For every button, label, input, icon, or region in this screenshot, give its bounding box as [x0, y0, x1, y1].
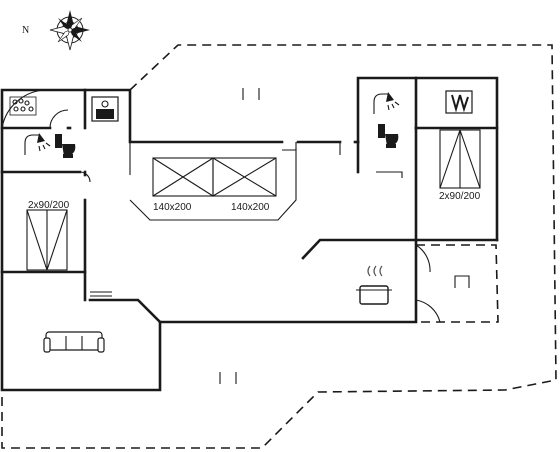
walls — [0, 76, 499, 392]
double-bed — [212, 157, 277, 197]
washing-machine-icon — [91, 96, 119, 122]
stairs — [90, 291, 112, 301]
shower-icon — [373, 92, 400, 114]
bed-size-label: 140x200 — [153, 202, 192, 213]
bed-size-label: 2x90/200 — [439, 191, 481, 202]
washing-machine-icon — [445, 90, 473, 114]
bedroom-center-wall — [129, 148, 297, 221]
toilet-icon — [378, 124, 399, 148]
compass-icon — [49, 10, 90, 51]
window-marks — [219, 88, 260, 384]
north-label: N — [22, 25, 29, 36]
double-bed — [152, 157, 214, 197]
bed-size-label: 2x90/200 — [28, 200, 70, 211]
door-swings — [1, 89, 441, 323]
annex-door-icon — [454, 275, 470, 288]
twin-bed — [26, 209, 68, 271]
bed-size-label: 140x200 — [231, 202, 270, 213]
sofa-icon — [43, 331, 105, 353]
twin-bed — [439, 129, 481, 189]
cooking-pot-icon — [356, 265, 392, 305]
shower-icon — [24, 133, 51, 155]
spa-icon — [9, 96, 37, 116]
toilet-icon — [55, 134, 76, 158]
